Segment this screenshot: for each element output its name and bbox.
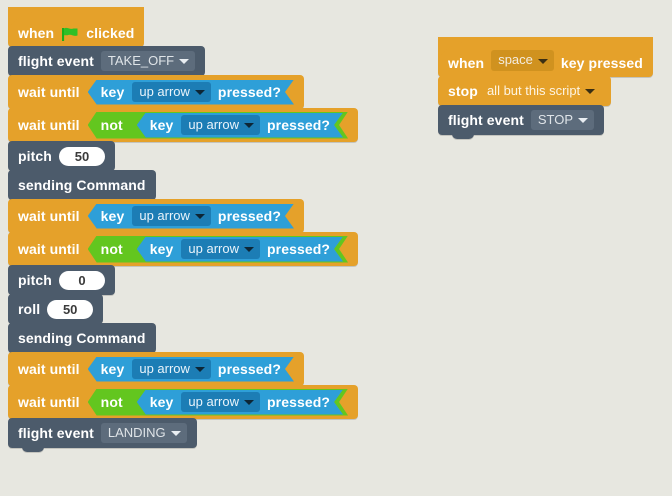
pressed-label: pressed? [217,208,281,224]
when-label: when [448,55,485,71]
chevron-down-icon [244,123,254,128]
flight-event-label: flight event [18,425,94,441]
script-stop-flight[interactable]: when space key pressed stop all but this… [438,37,653,139]
block-roll[interactable]: roll 50 [8,294,104,328]
key-dropdown[interactable]: up arrow [132,82,211,103]
not-label: not [100,394,123,410]
block-wait-until-key-pressed[interactable]: wait until key up arrow pressed? [8,75,304,113]
wait-until-label: wait until [18,117,80,133]
chevron-down-icon [170,431,181,437]
key-label: key [149,394,174,410]
roll-value-input[interactable]: 50 [47,299,94,319]
key-dropdown[interactable]: space [491,50,554,71]
chevron-down-icon [195,367,205,372]
wait-until-label: wait until [18,361,80,377]
when-label: when [18,25,55,41]
block-when-green-flag-clicked[interactable]: when clicked [8,7,145,51]
flight-event-dropdown-value: STOP [537,111,574,127]
flight-event-dropdown[interactable]: STOP [530,109,595,131]
wait-until-label: wait until [18,394,80,410]
block-pitch[interactable]: pitch 0 [8,265,115,299]
chevron-down-icon [195,214,205,219]
key-label: key [100,208,125,224]
key-dropdown[interactable]: up arrow [181,115,260,136]
flight-event-dropdown-value: LANDING [107,424,166,440]
key-label: key [100,361,125,377]
block-flight-event-takeoff[interactable]: flight event TAKE_OFF [8,46,206,80]
wait-until-label: wait until [18,208,80,224]
block-sending-command[interactable]: sending Command [8,323,156,357]
clicked-label: clicked [86,25,135,41]
stop-target-dropdown[interactable]: all but this script [485,81,601,102]
boolean-key-pressed[interactable]: key up arrow pressed? [137,390,343,415]
key-dropdown-value: up arrow [139,360,190,376]
key-dropdown[interactable]: up arrow [132,206,211,227]
sending-command-label: sending Command [18,177,146,193]
block-sending-command[interactable]: sending Command [8,170,156,204]
flight-event-dropdown[interactable]: LANDING [100,422,187,444]
flight-event-dropdown-value: TAKE_OFF [107,52,175,68]
script-main-flight[interactable]: when clicked flight event TAKE_OFF wait … [8,7,359,452]
flight-event-label: flight event [18,53,94,69]
boolean-key-pressed[interactable]: key up arrow pressed? [137,113,343,138]
pitch-label: pitch [18,272,52,288]
block-flight-event-stop[interactable]: flight event STOP [438,105,605,139]
boolean-key-pressed[interactable]: key up arrow pressed? [137,237,343,262]
not-label: not [100,117,123,133]
wait-until-label: wait until [18,84,80,100]
key-dropdown-value: up arrow [139,83,190,99]
sending-command-label: sending Command [18,330,146,346]
block-wait-until-key-pressed[interactable]: wait until key up arrow pressed? [8,352,304,390]
key-dropdown[interactable]: up arrow [181,239,260,260]
chevron-down-icon [585,89,596,95]
pressed-label: pressed? [217,84,281,100]
boolean-key-pressed[interactable]: key up arrow pressed? [88,80,294,105]
pressed-label: pressed? [267,241,331,257]
not-label: not [100,241,123,257]
key-label: key [149,117,174,133]
chevron-down-icon [244,400,254,405]
pitch-value-input[interactable]: 0 [58,270,105,290]
boolean-not[interactable]: not key up arrow pressed? [88,236,348,263]
chevron-down-icon [578,118,589,124]
pitch-value-input[interactable]: 50 [58,146,105,166]
stop-label: stop [448,83,478,99]
pitch-label: pitch [18,148,52,164]
pressed-label: pressed? [267,394,331,410]
block-stop[interactable]: stop all but this script [438,76,612,110]
pressed-label: pressed? [267,117,331,133]
key-pressed-label: key pressed [560,55,643,71]
key-label: key [149,241,174,257]
block-wait-until-not-key-pressed[interactable]: wait until not key up arrow pressed? [8,385,359,423]
key-dropdown[interactable]: up arrow [181,392,260,413]
boolean-key-pressed[interactable]: key up arrow pressed? [88,204,294,229]
key-label: key [100,84,125,100]
block-pitch[interactable]: pitch 50 [8,141,115,175]
chevron-down-icon [244,247,254,252]
key-dropdown-value: up arrow [188,240,239,256]
boolean-key-pressed[interactable]: key up arrow pressed? [88,357,294,382]
block-wait-until-not-key-pressed[interactable]: wait until not key up arrow pressed? [8,108,359,146]
pressed-label: pressed? [217,361,281,377]
boolean-not[interactable]: not key up arrow pressed? [88,112,348,139]
roll-label: roll [18,301,41,317]
flight-event-dropdown[interactable]: TAKE_OFF [100,50,196,72]
stop-target-dropdown-value: all but this script [486,82,581,98]
key-dropdown-value: up arrow [188,116,239,132]
block-when-key-pressed[interactable]: when space key pressed [438,37,653,81]
block-flight-event-landing[interactable]: flight event LANDING [8,418,197,452]
chevron-down-icon [537,59,548,65]
chevron-down-icon [179,59,190,65]
green-flag-icon [62,27,79,42]
key-dropdown-value: space [498,52,533,68]
chevron-down-icon [195,90,205,95]
wait-until-label: wait until [18,241,80,257]
key-dropdown-value: up arrow [188,393,239,409]
key-dropdown-value: up arrow [139,207,190,223]
key-dropdown[interactable]: up arrow [132,359,211,380]
block-wait-until-key-pressed[interactable]: wait until key up arrow pressed? [8,199,304,237]
boolean-not[interactable]: not key up arrow pressed? [88,389,348,416]
flight-event-label: flight event [448,112,524,128]
block-wait-until-not-key-pressed[interactable]: wait until not key up arrow pressed? [8,232,359,270]
